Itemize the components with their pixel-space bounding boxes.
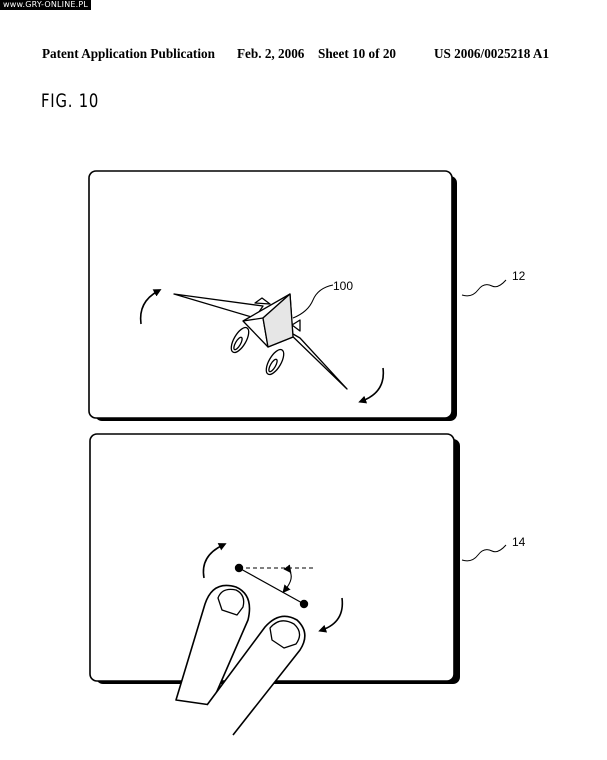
ref-upper-screen: 12 [512, 269, 526, 283]
rotation-arrows-lower [202, 543, 344, 633]
publication-date: Feb. 2, 2006 [237, 46, 305, 61]
patent-number: US 2006/0025218 A1 [434, 46, 550, 61]
publication-title: Patent Application Publication [42, 46, 215, 61]
touch-point-2 [299, 599, 309, 609]
watermark: www.GRY-ONLINE.PL [0, 0, 92, 10]
sheet-number: Sheet 10 of 20 [318, 46, 397, 61]
aircraft-drawing [173, 293, 348, 390]
lower-screen [89, 433, 460, 684]
leader-lower-screen [461, 544, 507, 562]
figure-label: FIG. 10 [41, 90, 100, 112]
fingers [175, 584, 306, 736]
finger-left [175, 584, 251, 706]
patent-header: Patent Application Publication Feb. 2, 2… [0, 46, 607, 64]
ref-lower-screen: 14 [512, 535, 526, 549]
touch-point-1 [234, 563, 244, 573]
upper-screen [88, 170, 457, 421]
touch-gesture [234, 563, 315, 609]
rotation-arrows-upper [139, 289, 385, 404]
leader-upper-screen [461, 279, 507, 297]
leader-aircraft [292, 284, 334, 319]
ref-aircraft: 100 [333, 279, 353, 293]
